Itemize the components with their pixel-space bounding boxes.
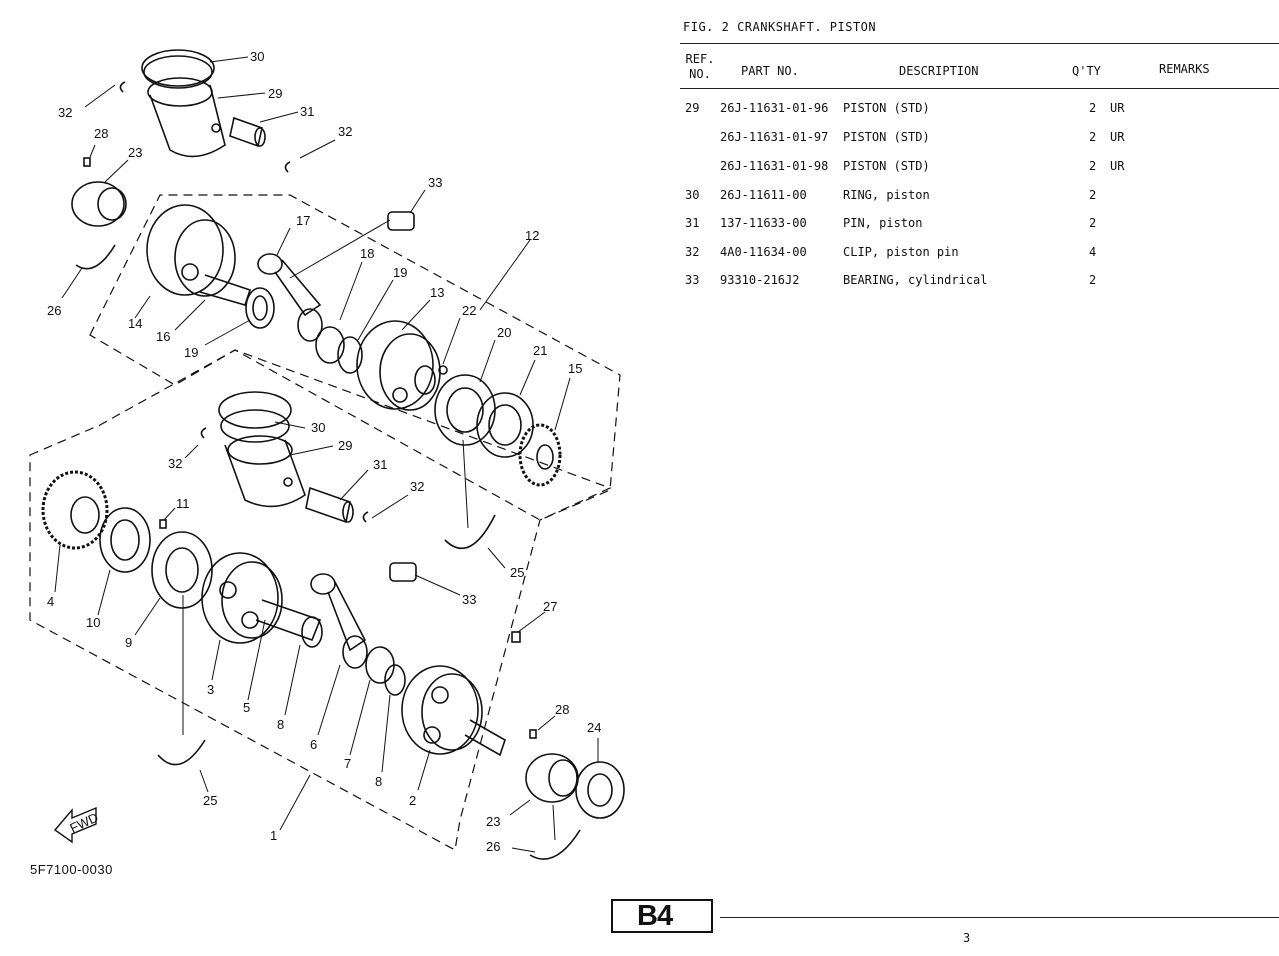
header-qty: Q'TY [1072,64,1101,78]
qty-cell: 2 [1089,159,1097,173]
header-remarks: REMARKS [1159,62,1210,76]
ref-cell: 29 [685,101,700,115]
callout-24: 24 [587,720,601,735]
qty-cell: 4 [1089,245,1097,259]
callout-25: 25 [203,793,217,808]
description-cell: RING, piston [843,188,930,202]
description-cell: PISTON (STD) [843,130,930,144]
qty-cell: 2 [1089,130,1097,144]
bottom-rule [720,917,1279,918]
callout-21: 21 [533,343,547,358]
callout-33: 33 [428,175,442,190]
ref-cell: 32 [685,245,700,259]
callout-20: 20 [497,325,511,340]
callout-29: 29 [338,438,352,453]
qty-cell: 2 [1089,188,1097,202]
part-no-cell: 4A0-11634-00 [720,245,807,259]
callout-13: 13 [430,285,444,300]
remarks-cell: UR [1110,101,1125,115]
callout-11: 11 [176,496,190,511]
qty-cell: 2 [1089,273,1097,287]
callout-4: 4 [47,594,54,609]
part-no-cell: 26J-11631-01-97 [720,130,829,144]
callout-8: 8 [277,717,284,732]
qty-cell: 2 [1089,216,1097,230]
callout-10: 10 [86,615,100,630]
callout-19: 19 [184,345,198,360]
drawing-code: 5F7100-0030 [30,862,113,877]
callout-33: 33 [462,592,476,607]
callout-32: 32 [410,479,424,494]
part-no-cell: 93310-216J2 [720,273,800,287]
callout-2: 2 [409,793,416,808]
exploded-parts-diagram: 30 29 32 31 32 28 23 33 17 12 26 18 19 1… [29,49,625,860]
callout-32: 32 [58,105,72,120]
callout-18: 18 [360,246,374,261]
header-part-no: PART NO. [741,64,799,78]
callout-5: 5 [243,700,250,715]
callout-27: 27 [543,599,557,614]
remarks-cell: UR [1110,130,1125,144]
callout-32: 32 [338,124,352,139]
page-badge: B4 [611,899,713,933]
callout-3: 3 [207,682,214,697]
callout-31: 31 [373,457,387,472]
callout-25: 25 [510,565,524,580]
callout-32: 32 [168,456,182,471]
part-no-cell: 137-11633-00 [720,216,807,230]
ref-cell: 33 [685,273,700,287]
callout-30: 30 [250,49,264,64]
remarks-cell: UR [1110,159,1125,173]
top-rule [680,43,1279,44]
header-rule [680,88,1279,89]
page-number: 3 [963,931,971,945]
header-ref-no: REF. NO. [685,52,715,81]
callout-17: 17 [296,213,310,228]
description-cell: CLIP, piston pin [843,245,959,259]
callout-30: 30 [311,420,325,435]
callout-22: 22 [462,303,476,318]
part-no-cell: 26J-11631-01-98 [720,159,829,173]
qty-cell: 2 [1089,101,1097,115]
callout-23: 23 [128,145,142,160]
callout-9: 9 [125,635,132,650]
callout-19: 19 [393,265,407,280]
callout-8: 8 [375,774,382,789]
callout-7: 7 [344,756,351,771]
header-description: DESCRIPTION [899,64,979,78]
callout-6: 6 [310,737,317,752]
callout-23: 23 [486,814,500,829]
callout-16: 16 [156,329,170,344]
ref-cell: 31 [685,216,700,230]
callout-26: 26 [47,303,61,318]
callout-31: 31 [300,104,314,119]
callout-29: 29 [268,86,282,101]
description-cell: BEARING, cylindrical [843,273,988,287]
description-cell: PISTON (STD) [843,101,930,115]
part-no-cell: 26J-11611-00 [720,188,807,202]
ref-cell: 30 [685,188,700,202]
part-no-cell: 26J-11631-01-96 [720,101,829,115]
description-cell: PISTON (STD) [843,159,930,173]
callout-28: 28 [555,702,569,717]
callout-28: 28 [94,126,108,141]
callout-14: 14 [128,316,142,331]
figure-title: FIG. 2 CRANKSHAFT. PISTON [683,20,877,34]
callout-15: 15 [568,361,582,376]
callout-12: 12 [525,228,539,243]
callout-1: 1 [270,828,277,843]
description-cell: PIN, piston [843,216,923,230]
callout-26: 26 [486,839,500,854]
